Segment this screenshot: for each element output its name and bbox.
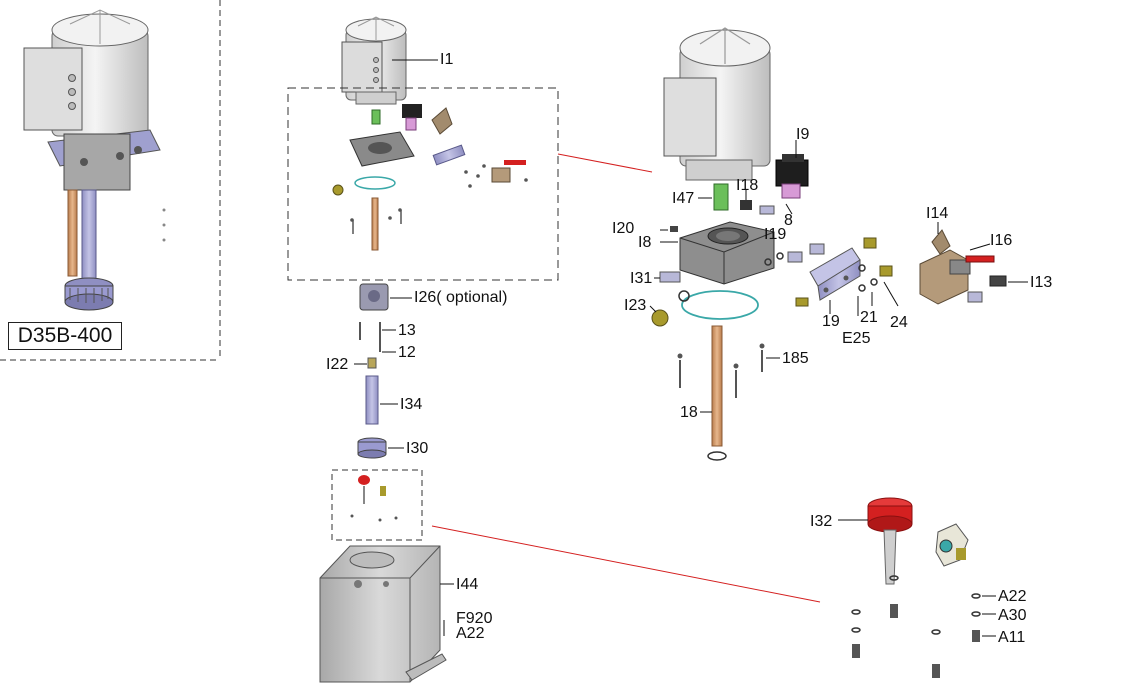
callout-I30: I30: [406, 440, 429, 457]
detail-box-breather-group: [331, 469, 423, 541]
callout-8: 8: [784, 212, 793, 229]
pump-block-assembled: [63, 133, 131, 191]
callout-21: 21: [860, 309, 878, 326]
callout-I23: I23: [624, 297, 647, 314]
callout-185: 185: [782, 350, 809, 367]
callout-A22: A22: [998, 588, 1027, 605]
callout-I8: I8: [638, 234, 652, 251]
model-label: D35B-400: [8, 322, 122, 350]
callout-18: 18: [680, 404, 698, 421]
callout-I22: I22: [326, 356, 349, 373]
return-pipe-18: [711, 325, 723, 447]
ball-valve-I14: [919, 249, 969, 305]
return-pipe-assembled: [67, 189, 78, 277]
zoom-line-block: [557, 153, 653, 173]
callout-24: 24: [890, 314, 908, 331]
detail-box-block-group: [287, 87, 559, 281]
callout-I1: I1: [440, 51, 454, 68]
callout-I20: I20: [612, 220, 635, 237]
callout-E25: E25: [842, 330, 871, 347]
callout-I18: I18: [736, 177, 759, 194]
callout-I47: I47: [672, 190, 695, 207]
suction-tube-assembled: [81, 189, 97, 287]
block-detail: [649, 27, 1028, 461]
callout-I16: I16: [990, 232, 1013, 249]
callout-A11: A11: [998, 629, 1026, 646]
callout-I34: I34: [400, 396, 423, 413]
callout-I44: I44: [456, 576, 479, 593]
callout-19: 19: [822, 313, 840, 330]
callout-I19: I19: [764, 226, 787, 243]
callout-I32: I32: [810, 513, 833, 530]
suction-tube-I34: [365, 375, 379, 425]
callout-A30: A30: [998, 607, 1027, 624]
pump-block-I8: [679, 221, 775, 285]
callout-A22-tank: A22: [456, 625, 485, 642]
callout-I31: I31: [630, 270, 653, 287]
callout-F920: F920: [456, 610, 493, 627]
callout-I13: I13: [1030, 274, 1053, 291]
assembled-unit: [0, 0, 221, 361]
callout-I9: I9: [796, 126, 810, 143]
zoom-line-breather: [431, 525, 821, 603]
exploded-column: [287, 16, 821, 683]
callout-13: 13: [398, 322, 416, 339]
callout-I14: I14: [926, 205, 949, 222]
callout-I26: I26( optional): [414, 289, 508, 306]
callout-12: 12: [398, 344, 416, 361]
breather-detail: [838, 497, 996, 678]
